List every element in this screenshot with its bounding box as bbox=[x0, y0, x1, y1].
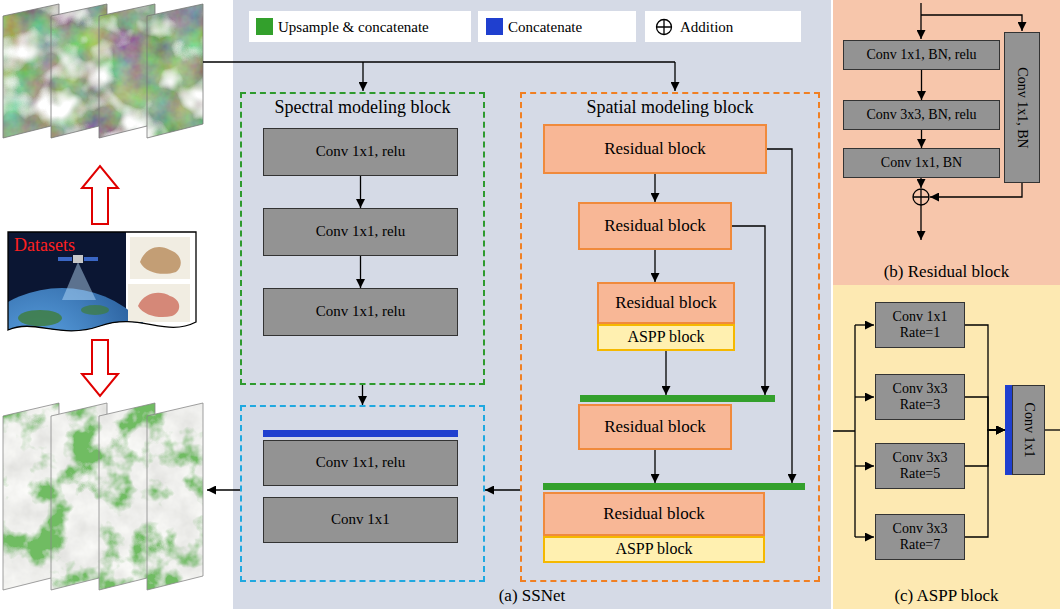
panel: (b) Residual block Conv 1x1, BN, reluConv… bbox=[833, 0, 1060, 285]
conv-box: Conv 1x1, relu bbox=[263, 128, 458, 176]
hollow-arrow bbox=[82, 340, 118, 396]
conv-box: Conv 1x1, BN bbox=[843, 148, 1000, 178]
input-images bbox=[3, 4, 203, 138]
connector-arrow bbox=[654, 450, 655, 483]
connector-arrow bbox=[732, 226, 765, 395]
aspp-box: ASPP block bbox=[543, 536, 765, 563]
connector-arrow bbox=[654, 174, 655, 202]
addition-symbol bbox=[913, 189, 929, 205]
hollow-arrow bbox=[82, 166, 118, 224]
box-label: Conv 1x1, BN bbox=[881, 155, 962, 171]
conv-box: Conv 1x1 Rate=1 bbox=[875, 302, 965, 348]
box-label: Conv 1x1, relu bbox=[316, 454, 406, 471]
panel: (c) ASPP block Conv 1x1 Rate=1Conv 3x3 Ra… bbox=[833, 285, 1060, 609]
conv-box: Conv 1x1, BN, relu bbox=[843, 40, 1000, 70]
box-label: Conv 1x1 bbox=[331, 511, 390, 528]
group-title: Spatial modeling block bbox=[587, 97, 754, 118]
box-label: Residual block bbox=[604, 417, 706, 437]
connector-arrow bbox=[965, 397, 1005, 430]
concat-bar bbox=[543, 483, 805, 490]
picture-label: Datasets bbox=[14, 236, 75, 256]
connector-arrow bbox=[362, 385, 363, 405]
wires bbox=[203, 3, 1060, 537]
connector-arrow bbox=[654, 250, 655, 282]
conv-box: Conv 1x1 bbox=[1012, 385, 1045, 475]
box-label: Residual block bbox=[603, 504, 705, 524]
connector-arrow bbox=[965, 430, 1005, 537]
conv-box: Conv 1x1, relu bbox=[263, 208, 458, 256]
box-label: Conv 1x1, relu bbox=[316, 303, 406, 320]
box-label: Conv 3x3 Rate=5 bbox=[886, 450, 954, 482]
legend-frame bbox=[249, 11, 801, 42]
panel-caption: (c) ASPP block bbox=[894, 586, 998, 606]
box-label: Conv 1x1, relu bbox=[316, 143, 406, 160]
module-group: Conv 1x1, reluConv 1x1 bbox=[240, 405, 485, 582]
residual-box: Residual block bbox=[578, 404, 732, 450]
conv-box: Conv 1x1, BN bbox=[1004, 32, 1040, 183]
concat-bar bbox=[1005, 385, 1012, 475]
connector-arrow bbox=[965, 325, 1005, 430]
box-label: Conv 3x3 Rate=7 bbox=[886, 521, 954, 553]
panel-background bbox=[233, 0, 831, 609]
box-label: ASPP block bbox=[627, 328, 704, 346]
panel: (a) SSNet Spectral modeling blockConv 1x1… bbox=[233, 0, 831, 609]
box-label: Conv 1x1 Rate=1 bbox=[886, 309, 954, 341]
box-label: Residual block bbox=[615, 293, 717, 313]
aspp-box: ASPP block bbox=[597, 324, 735, 351]
box-label: ASPP block bbox=[615, 540, 692, 558]
box-label: Conv 1x1, relu bbox=[316, 223, 406, 240]
concat-bar bbox=[263, 430, 458, 437]
legend-text: Addition bbox=[680, 19, 733, 36]
conv-box: Conv 1x1 bbox=[263, 497, 458, 543]
box-label: Conv 3x3 Rate=3 bbox=[886, 381, 954, 413]
module-group: Spatial modeling blockResidual blockResi… bbox=[520, 92, 820, 582]
box-label: Residual block bbox=[604, 216, 706, 236]
box-label: Conv 1x1, BN, relu bbox=[866, 47, 976, 63]
conv-box: Conv 1x1, relu bbox=[263, 288, 458, 336]
concat-bar bbox=[580, 395, 775, 402]
box-label: Conv 1x1, BN bbox=[1014, 67, 1030, 148]
box-label: Conv 1x1 bbox=[1020, 403, 1036, 458]
connector-arrow bbox=[360, 256, 361, 288]
datasets-picture bbox=[0, 232, 196, 512]
panel-caption: (b) Residual block bbox=[884, 262, 1010, 282]
box-label: Residual block bbox=[604, 139, 706, 159]
legend-swatch bbox=[256, 18, 273, 35]
conv-box: Conv 3x3 Rate=3 bbox=[875, 374, 965, 420]
output-images bbox=[3, 403, 203, 590]
conv-box: Conv 3x3 Rate=5 bbox=[875, 443, 965, 489]
legend-text: Concatenate bbox=[508, 19, 582, 36]
panel-caption: (a) SSNet bbox=[499, 586, 566, 606]
residual-box: Residual block bbox=[597, 282, 735, 324]
panel-background bbox=[833, 0, 1060, 285]
residual-box: Residual block bbox=[543, 492, 765, 536]
connector-arrow bbox=[665, 351, 666, 395]
panel-background bbox=[833, 285, 1060, 609]
connector-arrow bbox=[767, 149, 792, 483]
module-group: Spectral modeling blockConv 1x1, reluCon… bbox=[240, 92, 485, 385]
group-title: Spectral modeling block bbox=[275, 97, 451, 118]
connector-arrow bbox=[360, 176, 361, 208]
connector-arrow bbox=[485, 489, 520, 490]
box-label: Conv 3x3, BN, relu bbox=[866, 107, 976, 123]
residual-box: Residual block bbox=[578, 202, 732, 250]
connector-arrow bbox=[965, 430, 1005, 466]
conv-box: Conv 3x3, BN, relu bbox=[843, 100, 1000, 130]
residual-box: Residual block bbox=[543, 124, 767, 174]
legend-text: Upsample & concatenate bbox=[278, 19, 429, 36]
connector-arrow bbox=[921, 130, 922, 148]
connector-arrow bbox=[921, 70, 922, 100]
legend-swatch bbox=[486, 18, 503, 35]
conv-box: Conv 1x1, relu bbox=[263, 440, 458, 486]
conv-box: Conv 3x3 Rate=7 bbox=[875, 514, 965, 560]
